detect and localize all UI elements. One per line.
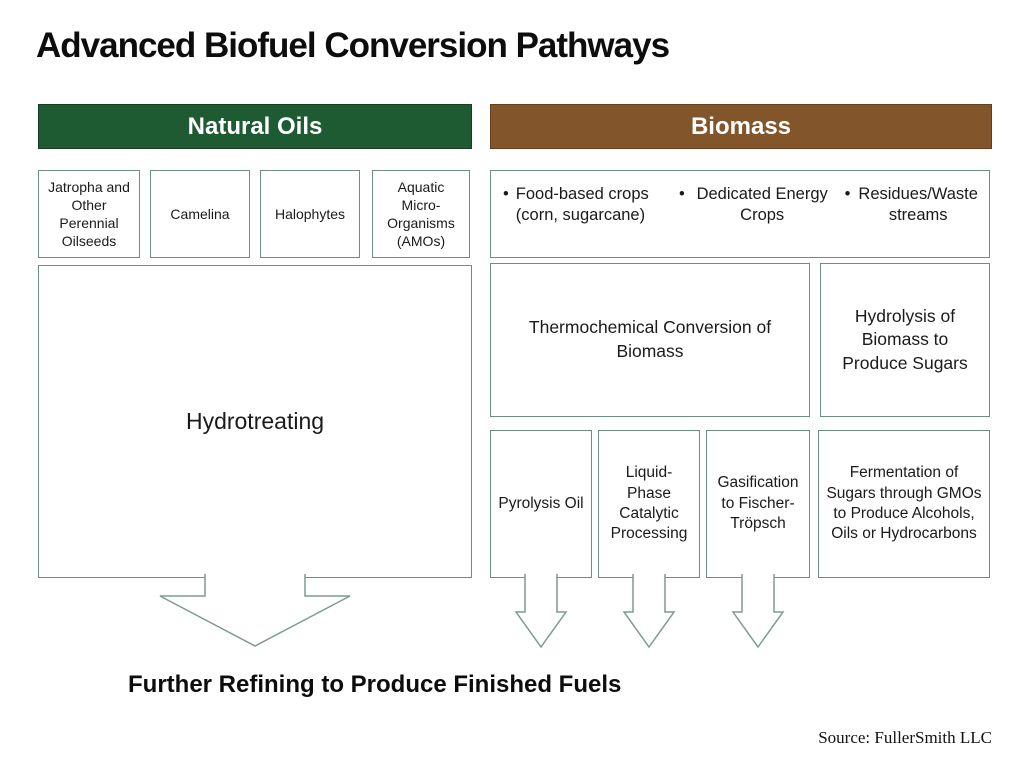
natural-oils-header: Natural Oils bbox=[38, 104, 472, 149]
feedstock-box-halophytes: Halophytes bbox=[260, 170, 360, 258]
source-attribution: Source: FullerSmith LLC bbox=[818, 728, 992, 747]
biomass-feedstock-item: • Dedicated Energy Crops bbox=[679, 184, 833, 225]
pyrolysis-label: Pyrolysis Oil bbox=[498, 494, 584, 512]
feedstock-label: Aquatic Micro-Organisms (AMOs) bbox=[387, 178, 455, 250]
gasification-box: Gasification to Fischer-Tröpsch bbox=[706, 430, 810, 578]
fermentation-box: Fermentation of Sugars through GMOs to P… bbox=[818, 430, 990, 578]
biomass-header: Biomass bbox=[490, 104, 992, 149]
biomass-feedstock-text: Food-based crops (corn, sugarcane) bbox=[515, 185, 649, 224]
down-arrow-icon bbox=[731, 574, 785, 649]
biomass-header-label: Biomass bbox=[690, 112, 792, 140]
feedstock-box-amos: Aquatic Micro-Organisms (AMOs) bbox=[372, 170, 470, 258]
down-arrow-icon bbox=[622, 574, 676, 649]
pyrolysis-box: Pyrolysis Oil bbox=[490, 430, 592, 578]
biomass-feedstock-item: • Food-based crops (corn, sugarcane) bbox=[503, 184, 671, 225]
bullet-icon: • bbox=[503, 185, 509, 203]
page-title: Advanced Biofuel Conversion Pathways bbox=[36, 26, 670, 65]
liquid-phase-label: Liquid-Phase Catalytic Processing bbox=[610, 464, 688, 543]
feedstock-label: Halophytes bbox=[274, 205, 346, 222]
biomass-feedstock-text: Dedicated Energy Crops bbox=[696, 185, 828, 224]
big-down-arrow-icon bbox=[159, 574, 351, 647]
fermentation-label: Fermentation of Sugars through GMOs to P… bbox=[826, 464, 982, 543]
gasification-label: Gasification to Fischer-Tröpsch bbox=[717, 474, 799, 533]
bullet-icon: • bbox=[679, 185, 685, 203]
thermochemical-label: Thermochemical Conversion of Biomass bbox=[528, 317, 772, 361]
biomass-feedstock-text: Residues/Waste streams bbox=[858, 185, 978, 224]
hydrotreating-box: Hydrotreating bbox=[38, 265, 472, 578]
liquid-phase-box: Liquid-Phase Catalytic Processing bbox=[598, 430, 700, 578]
biomass-feedstock-item: • Residues/Waste streams bbox=[845, 184, 979, 225]
feedstock-label: Jatropha and Other Perennial Oilseeds bbox=[48, 178, 130, 250]
biomass-feedstock-box: • Food-based crops (corn, sugarcane) • D… bbox=[490, 170, 990, 258]
feedstock-box-jatropha: Jatropha and Other Perennial Oilseeds bbox=[38, 170, 140, 258]
feedstock-label: Camelina bbox=[170, 205, 230, 222]
hydrotreating-label: Hydrotreating bbox=[185, 408, 325, 434]
bullet-icon: • bbox=[844, 185, 851, 203]
natural-oils-header-label: Natural Oils bbox=[187, 112, 323, 140]
thermochemical-box: Thermochemical Conversion of Biomass bbox=[490, 263, 810, 417]
hydrolysis-label: Hydrolysis of Biomass to Produce Sugars bbox=[842, 305, 968, 373]
hydrolysis-box: Hydrolysis of Biomass to Produce Sugars bbox=[820, 263, 990, 417]
further-refining-label: Further Refining to Produce Finished Fue… bbox=[128, 671, 622, 698]
feedstock-box-camelina: Camelina bbox=[150, 170, 250, 258]
down-arrow-icon bbox=[514, 574, 568, 649]
